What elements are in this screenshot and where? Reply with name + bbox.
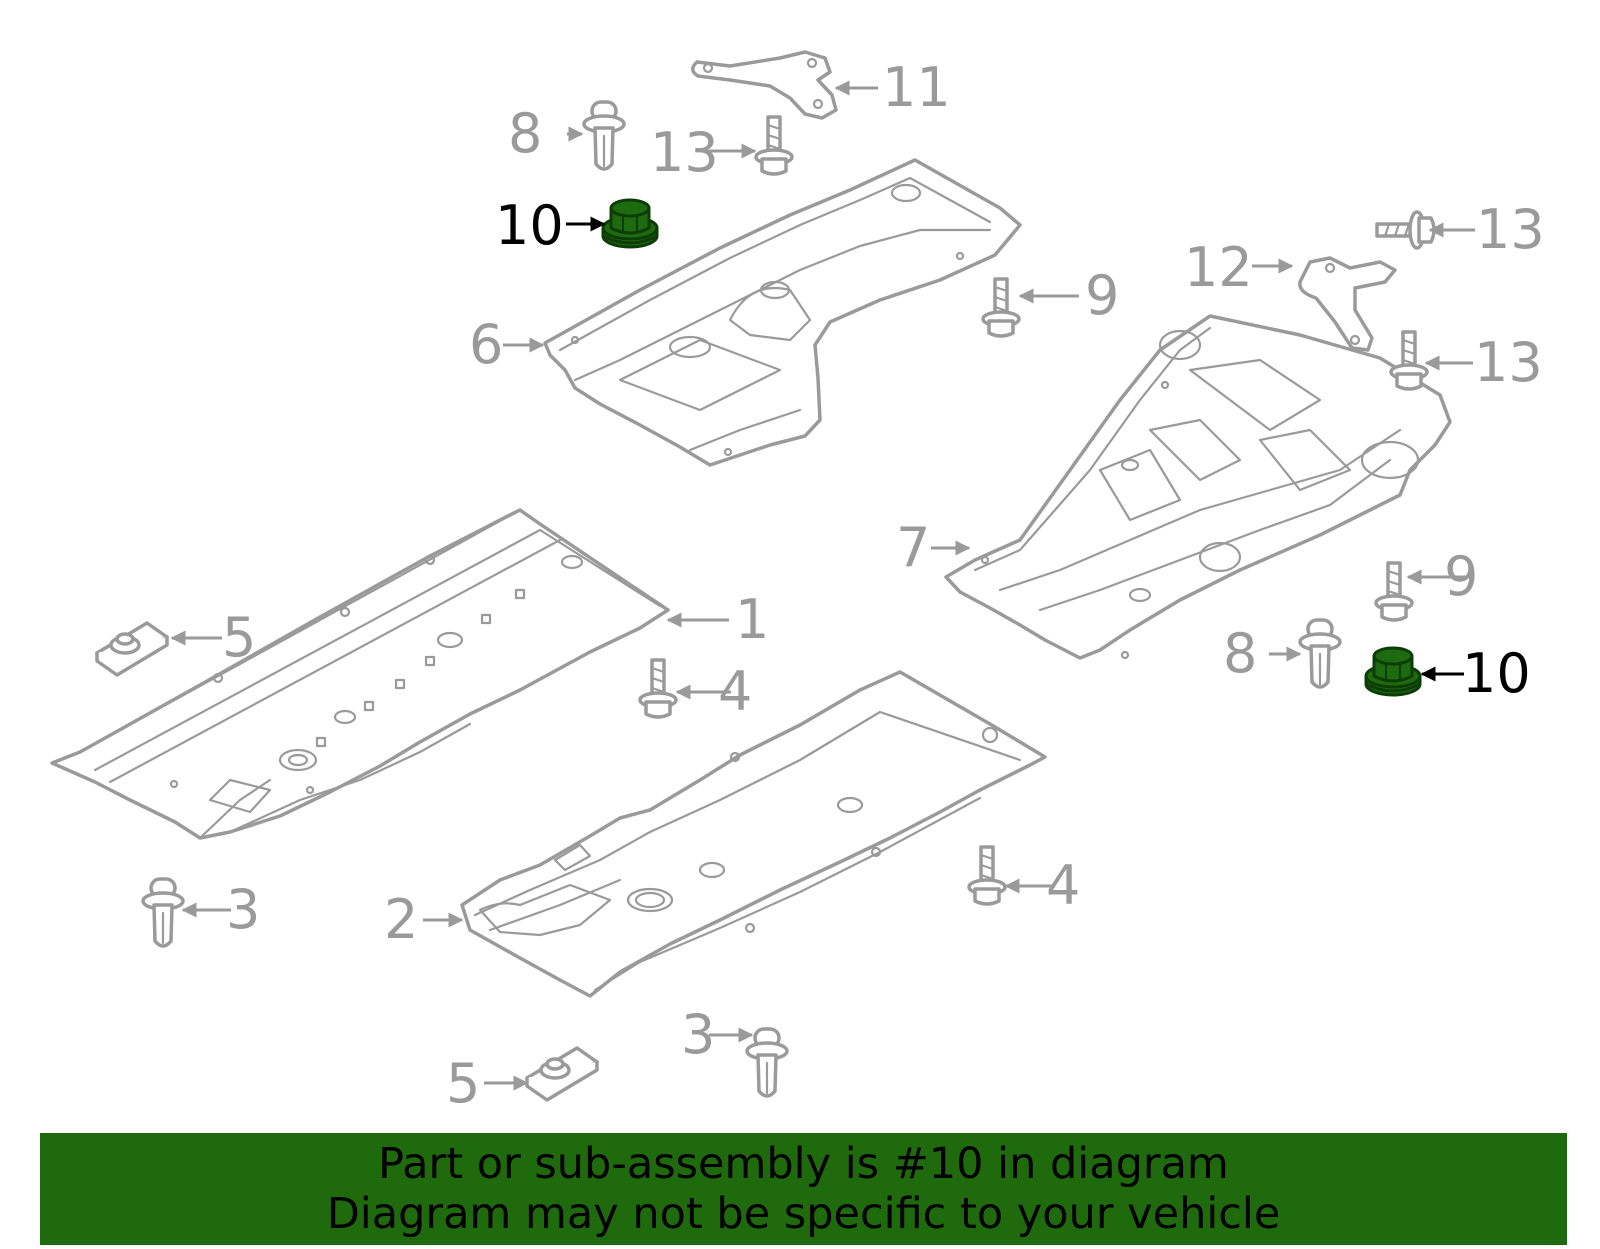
callout-3-bottom: 3 (681, 1003, 715, 1066)
bolt-13-horizontal-icon (1375, 210, 1436, 250)
clip-nut-5-left-icon (95, 621, 169, 677)
undercover-1-part (50, 508, 670, 840)
callout-12: 12 (1184, 236, 1253, 299)
callout-10-right: 10 (1462, 642, 1531, 705)
undercover-6-part (543, 158, 1022, 467)
banner-line-part-number: Part or sub-assembly is #10 in diagram (378, 1139, 1229, 1189)
bolt-9-center-icon (981, 277, 1021, 338)
bolt-13-top-icon (754, 115, 794, 176)
info-banner: Part or sub-assembly is #10 in diagram D… (40, 1133, 1567, 1245)
bolt-4-right-icon (967, 845, 1007, 906)
callout-13-right-upper: 13 (1476, 198, 1545, 261)
callout-2: 2 (384, 888, 418, 951)
callout-8-right: 8 (1223, 622, 1257, 685)
callout-8-top: 8 (508, 102, 542, 165)
callout-3-left: 3 (226, 878, 260, 941)
callout-5-left: 5 (222, 606, 256, 669)
callout-5-bottom: 5 (446, 1052, 480, 1115)
leader-lines (170, 80, 1475, 1091)
parts-diagram: 1 2 3 3 4 4 5 5 6 7 8 8 9 9 10 10 11 12 … (50, 50, 1545, 1115)
push-clip-3-bottom-icon (745, 1027, 789, 1098)
undercover-7-part (944, 314, 1452, 660)
push-clip-8-top-icon (582, 100, 626, 171)
callout-6: 6 (469, 313, 503, 376)
callout-13-right-lower: 13 (1474, 331, 1543, 394)
callout-4-center: 4 (718, 660, 752, 723)
flange-nut-10-right-icon (1364, 646, 1422, 697)
push-clip-3-left-icon (141, 877, 185, 948)
callout-1: 1 (735, 588, 769, 651)
callout-9-right: 9 (1444, 545, 1478, 608)
bolt-9-right-icon (1374, 561, 1414, 622)
callout-4-right: 4 (1046, 854, 1080, 917)
push-clip-8-right-icon (1298, 618, 1342, 689)
bracket-11-part (691, 50, 838, 120)
callout-13-top: 13 (650, 121, 719, 184)
callout-11: 11 (882, 56, 951, 119)
bolt-13-right-icon (1389, 330, 1429, 391)
banner-line-disclaimer: Diagram may not be specific to your vehi… (326, 1189, 1281, 1239)
bolt-4-center-icon (638, 658, 678, 719)
undercover-2-part (460, 670, 1047, 998)
callout-7: 7 (896, 516, 930, 579)
callout-10-top: 10 (495, 194, 564, 257)
bracket-12-part (1298, 256, 1397, 352)
callout-9-center: 9 (1085, 264, 1119, 327)
flange-nut-10-top-icon (601, 198, 659, 249)
clip-nut-5-bottom-icon (525, 1046, 599, 1102)
